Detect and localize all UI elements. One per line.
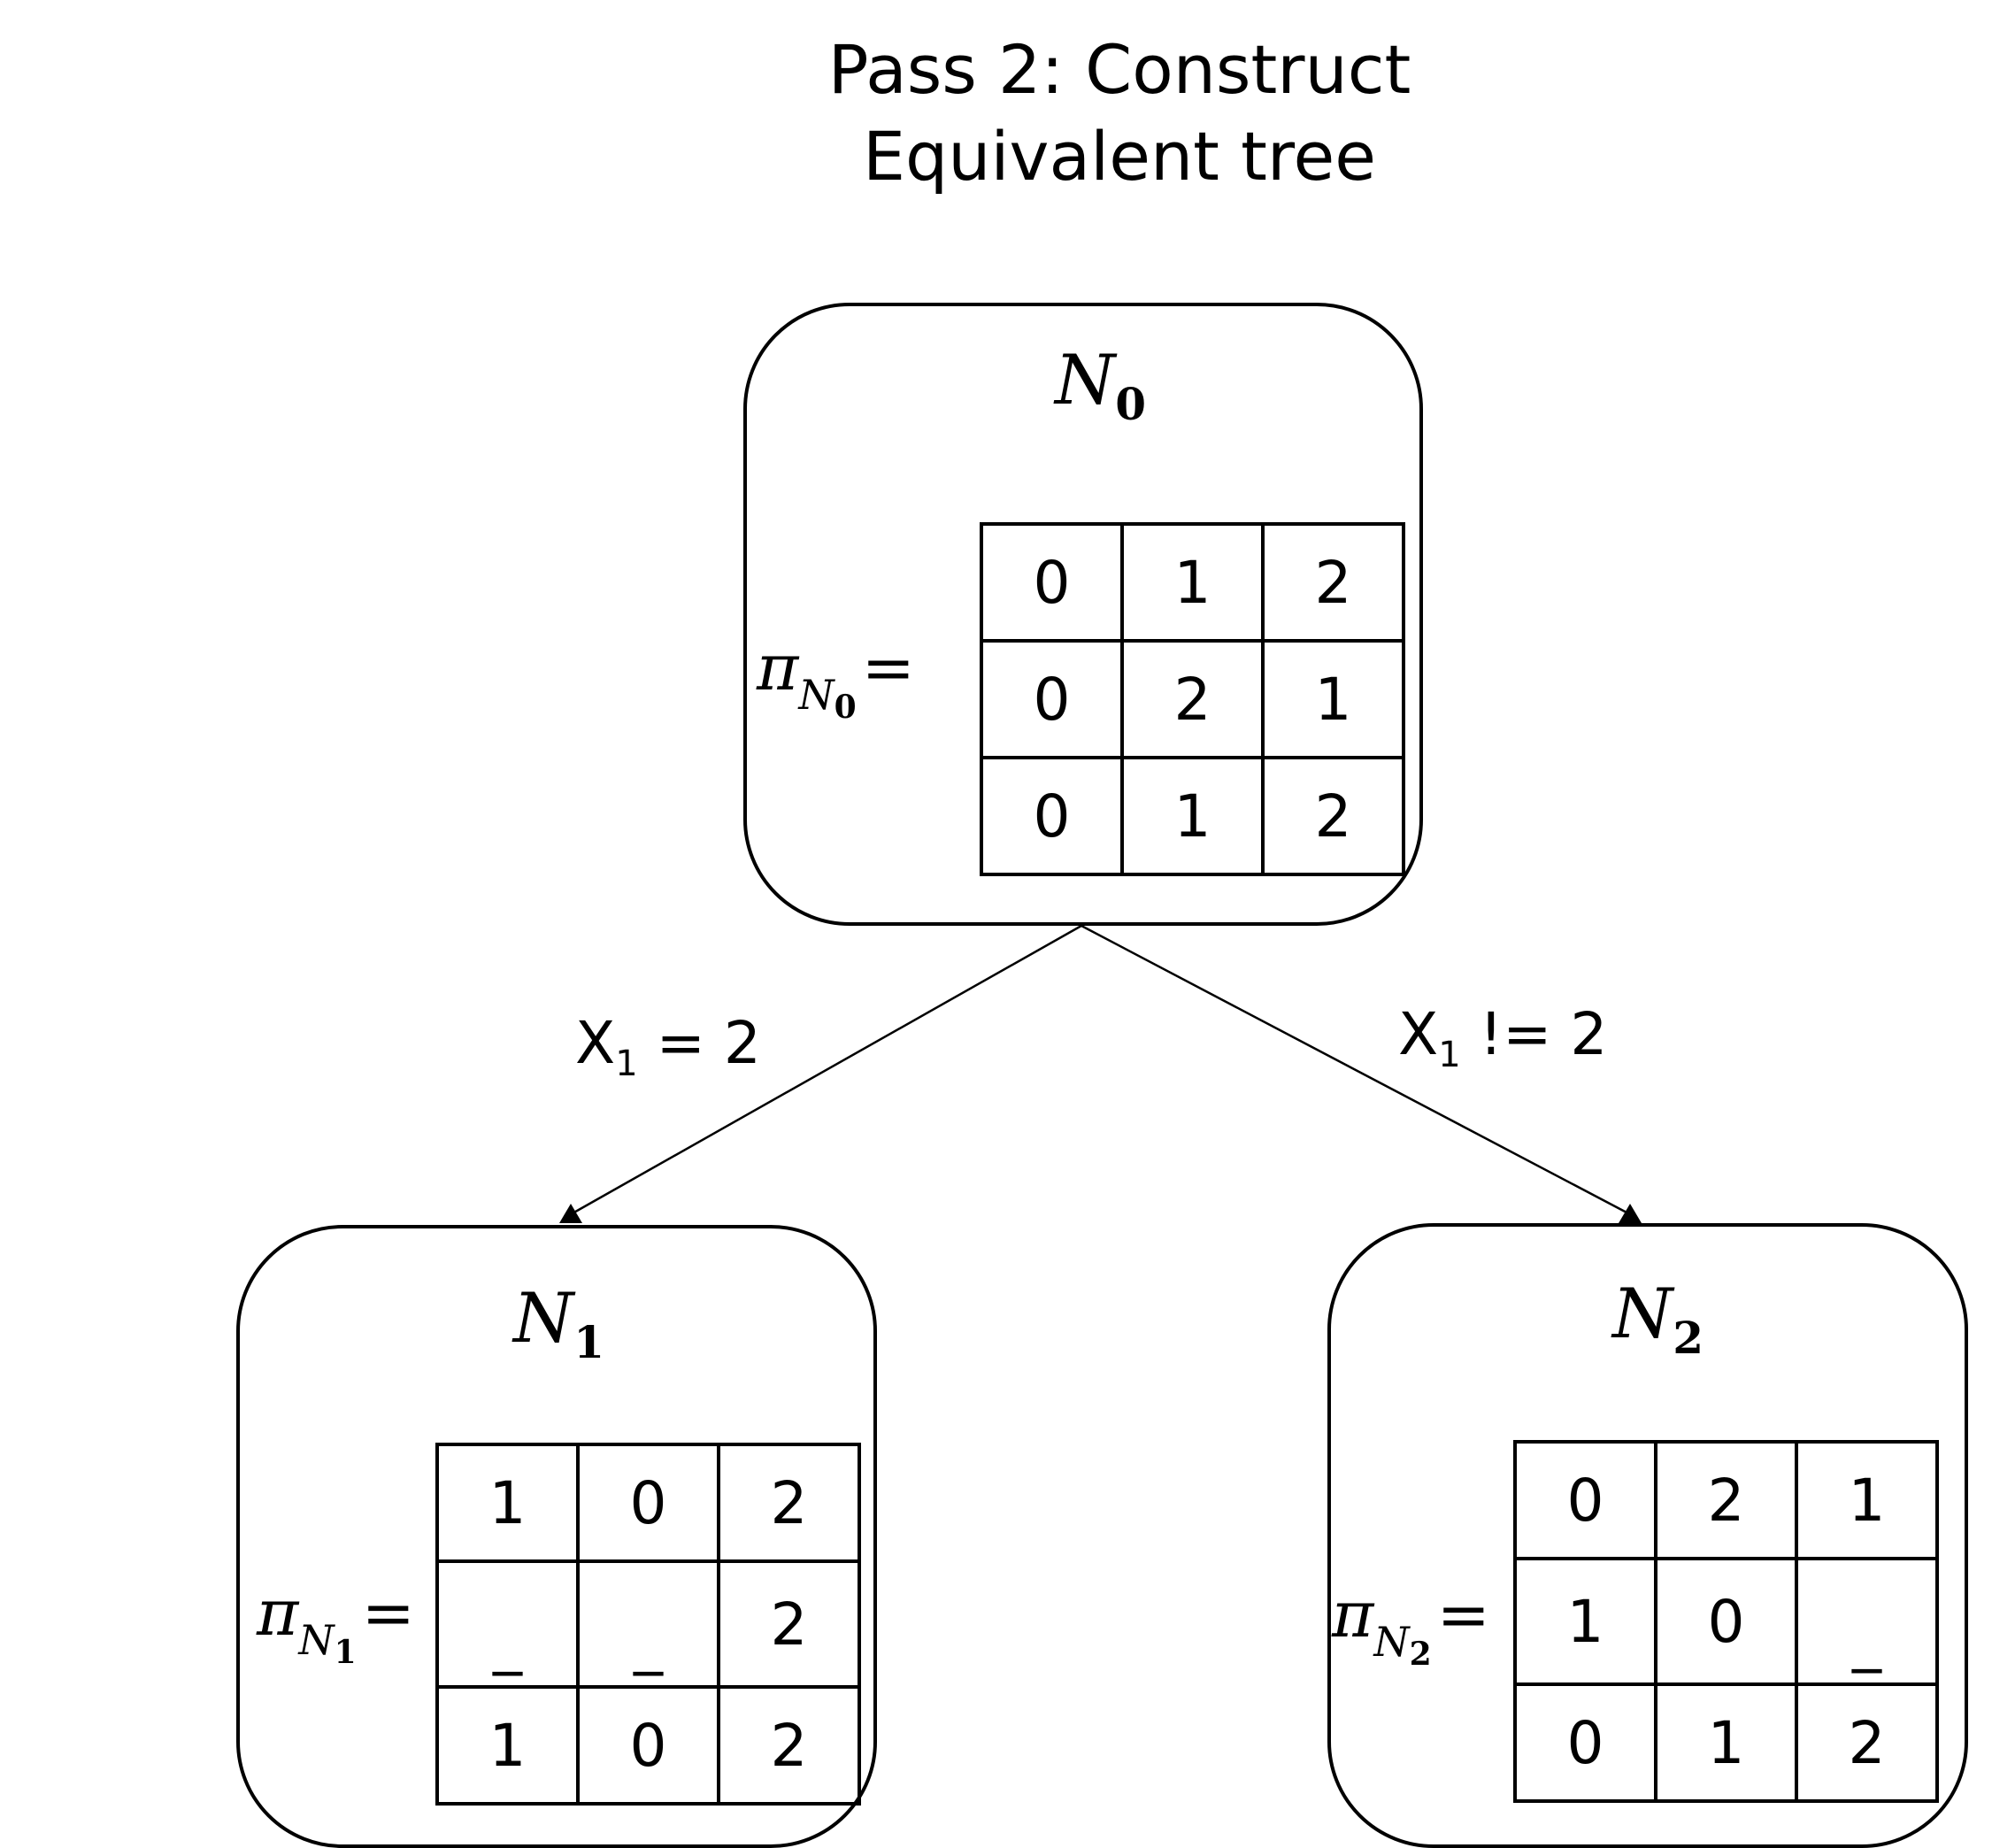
matrix-cell: 2	[1120, 639, 1265, 759]
node-n2-label: N2	[1612, 1274, 1704, 1364]
matrix-cell: 1	[435, 1685, 580, 1806]
matrix-row: 0 1 2	[980, 756, 1405, 876]
matrix-cell: 1	[1120, 522, 1265, 643]
matrix-cell: _	[435, 1559, 580, 1689]
node-n0-pi-label: πN0=	[757, 630, 915, 726]
matrix-cell: 2	[717, 1559, 861, 1689]
matrix-cell: 0	[576, 1685, 720, 1806]
edge-n0-n1-arrowhead	[559, 1204, 582, 1223]
node-n1-pi-label: πN1=	[257, 1575, 415, 1671]
matrix-cell: 0	[980, 522, 1124, 643]
title-line-2: Equivalent tree	[863, 117, 1376, 196]
edge-label-var-sub: 1	[615, 1043, 638, 1084]
edge-n0-n2-arrowhead	[1619, 1204, 1642, 1223]
edge-label-var-sub: 1	[1438, 1035, 1461, 1075]
matrix-cell: 2	[1654, 1440, 1798, 1560]
title-line-1: Pass 2: Construct	[827, 30, 1411, 109]
matrix-cell: 2	[1795, 1682, 1939, 1803]
matrix-cell: 2	[1261, 522, 1405, 643]
node-n2-matrix: 0 2 1 1 0 _ 0 1 2	[1513, 1440, 1939, 1803]
edge-label-condition: != 2	[1460, 1000, 1608, 1068]
node-n2-pi-label: πN2=	[1332, 1577, 1490, 1673]
matrix-cell: 2	[1261, 756, 1405, 876]
matrix-cell: 1	[1513, 1557, 1657, 1686]
matrix-cell: 1	[1654, 1682, 1798, 1803]
edge-label-var: X	[575, 1009, 616, 1077]
node-n0	[743, 303, 1423, 926]
matrix-cell: 0	[1654, 1557, 1798, 1686]
matrix-row: 0 1 2	[980, 522, 1405, 643]
node-n0-label: N0	[1055, 341, 1147, 430]
matrix-cell: 2	[717, 1443, 861, 1563]
matrix-cell: _	[576, 1559, 720, 1689]
node-n0-matrix: 0 1 2 0 2 1 0 1 2	[980, 522, 1405, 876]
matrix-cell: 1	[1120, 756, 1265, 876]
matrix-row: 0 2 1	[980, 639, 1405, 759]
matrix-row: 1 0 _	[1513, 1557, 1939, 1686]
edge-label-left: X1 = 2	[575, 1009, 761, 1084]
matrix-cell: 0	[980, 639, 1124, 759]
matrix-row: _ _ 2	[435, 1559, 861, 1689]
matrix-cell: 0	[1513, 1682, 1657, 1803]
matrix-cell: 1	[1795, 1440, 1939, 1560]
matrix-row: 0 1 2	[1513, 1682, 1939, 1803]
matrix-row: 1 0 2	[435, 1685, 861, 1806]
matrix-cell: 1	[435, 1443, 580, 1563]
matrix-cell: 2	[717, 1685, 861, 1806]
edge-n0-n1	[570, 924, 1082, 1216]
matrix-cell: 1	[1261, 639, 1405, 759]
edge-label-right: X1 != 2	[1398, 1000, 1607, 1075]
matrix-row: 0 2 1	[1513, 1440, 1939, 1560]
matrix-cell: 0	[980, 756, 1124, 876]
edge-n0-n2	[1081, 924, 1631, 1216]
matrix-row: 1 0 2	[435, 1443, 861, 1563]
matrix-cell: _	[1795, 1557, 1939, 1686]
node-n1-label: N1	[513, 1279, 605, 1368]
edge-label-condition: = 2	[637, 1009, 761, 1077]
matrix-cell: 0	[576, 1443, 720, 1563]
node-n1-matrix: 1 0 2 _ _ 2 1 0 2	[435, 1443, 861, 1806]
diagram-title: Pass 2: Construct Equivalent tree	[0, 27, 1992, 200]
matrix-cell: 0	[1513, 1440, 1657, 1560]
edge-label-var: X	[1398, 1000, 1439, 1068]
